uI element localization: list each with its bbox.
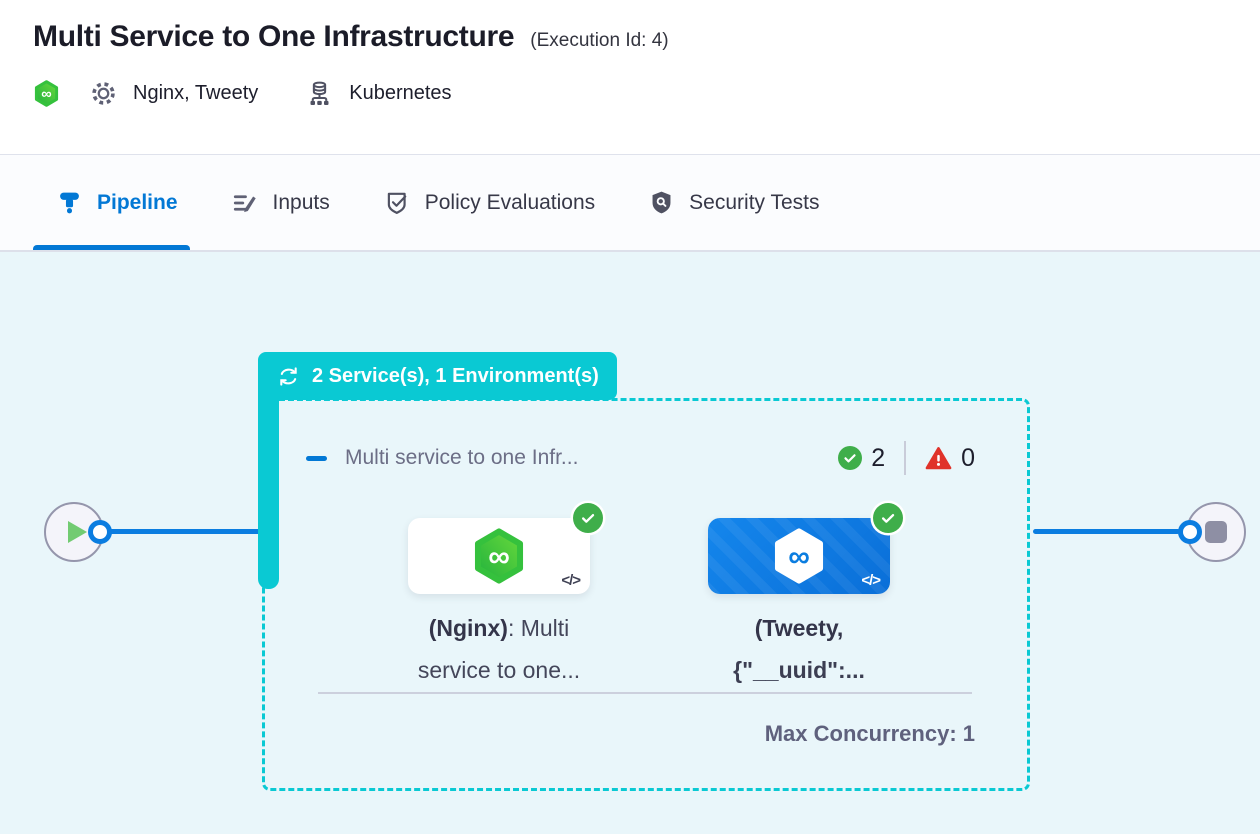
svg-text:∞: ∞ (788, 540, 810, 573)
warning-icon (925, 445, 952, 472)
stage-footer-divider (318, 692, 972, 694)
security-tests-icon (649, 190, 674, 215)
stage-collapse-toggle[interactable]: Multi service to one Infr... (306, 446, 578, 470)
stage-group-container: Multi service to one Infr... 2 (262, 398, 1030, 791)
edge-start-to-stage (102, 529, 262, 534)
execution-header: Multi Service to One Infrastructure (Exe… (0, 0, 1260, 155)
tab-policy-evaluations[interactable]: Policy Evaluations (384, 155, 595, 250)
service-node-tweety-label: (Tweety, {"__uuid":... (669, 607, 929, 691)
policy-evaluations-icon (384, 190, 410, 216)
edge-stage-to-end (1033, 529, 1180, 534)
execution-id: (Execution Id: 4) (530, 30, 669, 51)
tab-inputs-label: Inputs (272, 190, 330, 214)
infinity-glyph: ∞ (41, 86, 51, 102)
execution-tabbar: Pipeline Inputs Policy Evaluations (0, 155, 1260, 252)
stage-status-counts: 2 0 (838, 441, 975, 475)
harness-service-icon: ∞ (471, 528, 527, 584)
end-node-port (1178, 520, 1202, 544)
code-icon: </> (561, 572, 581, 589)
play-icon (67, 521, 87, 543)
success-badge-icon (873, 503, 903, 533)
pipeline-end-node (1186, 502, 1246, 562)
tab-pipeline-label: Pipeline (97, 190, 178, 214)
stage-group-badge[interactable]: 2 Service(s), 1 Environment(s) (258, 352, 617, 400)
infrastructure-label: Kubernetes (349, 82, 452, 104)
start-node-port (88, 520, 112, 544)
stop-icon (1205, 521, 1227, 543)
counts-divider (904, 441, 907, 475)
service-node-nginx[interactable]: ∞ </> (408, 503, 603, 594)
tab-inputs[interactable]: Inputs (232, 155, 330, 250)
gear-icon (90, 80, 117, 107)
success-count: 2 (871, 443, 886, 472)
tab-pipeline[interactable]: Pipeline (33, 155, 190, 250)
harness-service-icon: ∞ (771, 528, 827, 584)
tab-security-tests[interactable]: Security Tests (649, 155, 820, 250)
stage-title: Multi service to one Infr... (345, 446, 579, 469)
service-node-tweety[interactable]: ∞ </> (708, 503, 903, 594)
node-label-line2: service to one... (417, 657, 581, 683)
success-icon (838, 446, 863, 470)
service-node-nginx-label: (Nginx): Multi service to one... (369, 607, 629, 691)
svg-text:∞: ∞ (488, 540, 510, 573)
node-label-rest: : Multi (507, 615, 570, 641)
services-label: Nginx, Tweety (133, 82, 259, 104)
stage-header: Multi service to one Infr... 2 (306, 441, 975, 475)
node-label-bold: (Nginx) (428, 615, 508, 641)
failure-count: 0 (961, 443, 975, 472)
code-icon: </> (861, 572, 881, 589)
harness-service-icon: ∞ (33, 80, 60, 107)
pipeline-icon (57, 190, 82, 215)
max-concurrency-label: Max Concurrency: 1 (764, 721, 975, 746)
stage-group-accent-bar (258, 399, 279, 589)
tab-policy-evaluations-label: Policy Evaluations (424, 190, 596, 214)
inputs-icon (232, 190, 258, 216)
success-badge-icon (573, 503, 603, 533)
page-title: Multi Service to One Infrastructure (33, 20, 515, 53)
tab-security-tests-label: Security Tests (689, 190, 820, 214)
loop-icon (276, 364, 301, 389)
collapse-minus-icon (306, 455, 327, 461)
pipeline-canvas: 2 Service(s), 1 Environment(s) Multi ser… (0, 252, 1260, 834)
node-label-bold: (Tweety, (754, 615, 844, 641)
infrastructure-icon (306, 80, 333, 107)
stage-group-badge-label: 2 Service(s), 1 Environment(s) (312, 364, 599, 387)
node-label-line2: {"__uuid":... (733, 657, 865, 683)
